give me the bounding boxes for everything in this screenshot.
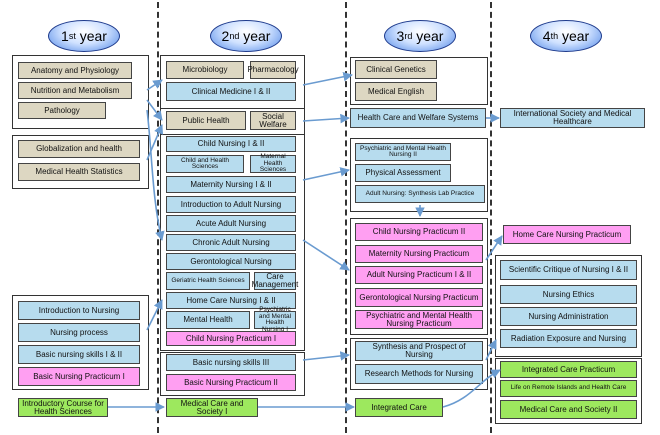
course-child-health: Child and Health Sciences: [166, 155, 244, 173]
course-psych-2: Psychiatric and Mental Health Nursing II: [355, 143, 451, 161]
course-basic-practicum-2: Basic Nursing Practicum II: [166, 374, 296, 391]
course-maternity-practicum: Maternity Nursing Practicum: [355, 245, 483, 263]
course-maternity-nursing: Maternity Nursing I & II: [166, 176, 296, 193]
course-clinical-medicine: Clinical Medicine I & II: [166, 82, 296, 101]
course-psych-practicum: Psychiatric and Mental Health Nursing Pr…: [355, 310, 483, 329]
course-remote-islands: Life on Remote Islands and Health Care: [500, 380, 637, 397]
course-child-practicum-2: Child Nursing Practicum II: [355, 223, 483, 241]
course-clinical-genetics: Clinical Genetics: [355, 60, 437, 79]
course-intro-nursing: Introduction to Nursing: [18, 301, 140, 320]
course-social-welfare: Social Welfare: [250, 111, 296, 130]
course-anatomy: Anatomy and Physiology: [18, 62, 132, 79]
course-medical-care-2: Medical Care and Society II: [500, 400, 637, 419]
course-radiation-exposure: Radiation Exposure and Nursing: [500, 329, 637, 348]
course-globalization: Globalization and health: [18, 140, 140, 158]
course-synthesis: Synthesis and Prospect of Nursing: [355, 341, 483, 361]
course-microbiology: Microbiology: [166, 61, 244, 79]
course-geront-practicum: Gerontological Nursing Practicum: [355, 288, 483, 307]
course-statistics: Medical Health Statistics: [18, 163, 140, 181]
course-intro-adult: Introduction to Adult Nursing: [166, 196, 296, 213]
arrow-public-to-health-welfare: [302, 113, 350, 124]
course-psych-1: Psychiatric and Mental Health Nursing I: [254, 306, 296, 332]
course-adult-practicum: Adult Nursing Practicum I & II: [355, 266, 483, 284]
arrow-nursing-to-assessment: [302, 167, 350, 181]
course-gerontological: Gerontological Nursing: [166, 253, 296, 270]
course-home-care: Home Care Nursing I & II: [166, 292, 296, 309]
course-international-society: International Society and Medical Health…: [500, 108, 645, 128]
course-pathology: Pathology: [18, 102, 106, 119]
course-integrated-care: Integrated Care: [355, 398, 443, 417]
course-health-welfare-systems: Health Care and Welfare Systems: [350, 108, 486, 128]
course-chronic-adult: Chronic Adult Nursing: [166, 234, 296, 251]
course-integrated-practicum: Integrated Care Practicum: [500, 361, 637, 378]
course-nursing-process: Nursing process: [18, 323, 140, 342]
course-basic-practicum-1: Basic Nursing Practicum I: [18, 367, 140, 386]
course-medical-english: Medical English: [355, 82, 437, 101]
course-mental-health: Mental Health: [166, 311, 250, 329]
course-maternal-health: Maternal Health Sciences: [250, 154, 296, 173]
arrow-skills-to-research: [302, 351, 350, 361]
course-pharmacology: Pharmacology: [247, 61, 299, 79]
course-child-nursing: Child Nursing I & II: [166, 136, 296, 152]
course-home-care-practicum: Home Care Nursing Practicum: [503, 225, 631, 244]
course-nursing-ethics: Nursing Ethics: [500, 285, 637, 304]
course-basic-skills-3: Basic nursing skills III: [166, 354, 296, 371]
course-adult-lab: Adult Nursing: Synthesis Lab Practice: [355, 185, 485, 203]
course-nursing-administration: Nursing Administration: [500, 307, 637, 326]
year-divider: [345, 2, 347, 433]
course-nutrition: Nutrition and Metabolism: [18, 82, 132, 99]
course-geriatric: Geriatric Health Sciences: [166, 272, 250, 290]
course-research-methods: Research Methods for Nursing: [355, 364, 483, 384]
course-acute-adult: Acute Adult Nursing: [166, 215, 296, 232]
course-care-management: Care Management: [251, 272, 299, 290]
course-physical-assessment: Physical Assessment: [355, 164, 451, 182]
year-divider: [157, 2, 159, 433]
course-medical-care-1: Medical Care and Society I: [166, 398, 258, 417]
course-child-practicum-1: Child Nursing Practicum I: [166, 331, 296, 346]
year-divider: [490, 2, 492, 433]
arrow-nursing-to-practicum: [302, 239, 350, 271]
course-public-health: Public Health: [166, 111, 246, 130]
course-scientific-critique: Scientific Critique of Nursing I & II: [500, 260, 637, 280]
course-basic-skills: Basic nursing skills I & II: [18, 345, 140, 364]
course-intro-health-sciences: Introductory Course for Health Sciences: [18, 398, 108, 417]
